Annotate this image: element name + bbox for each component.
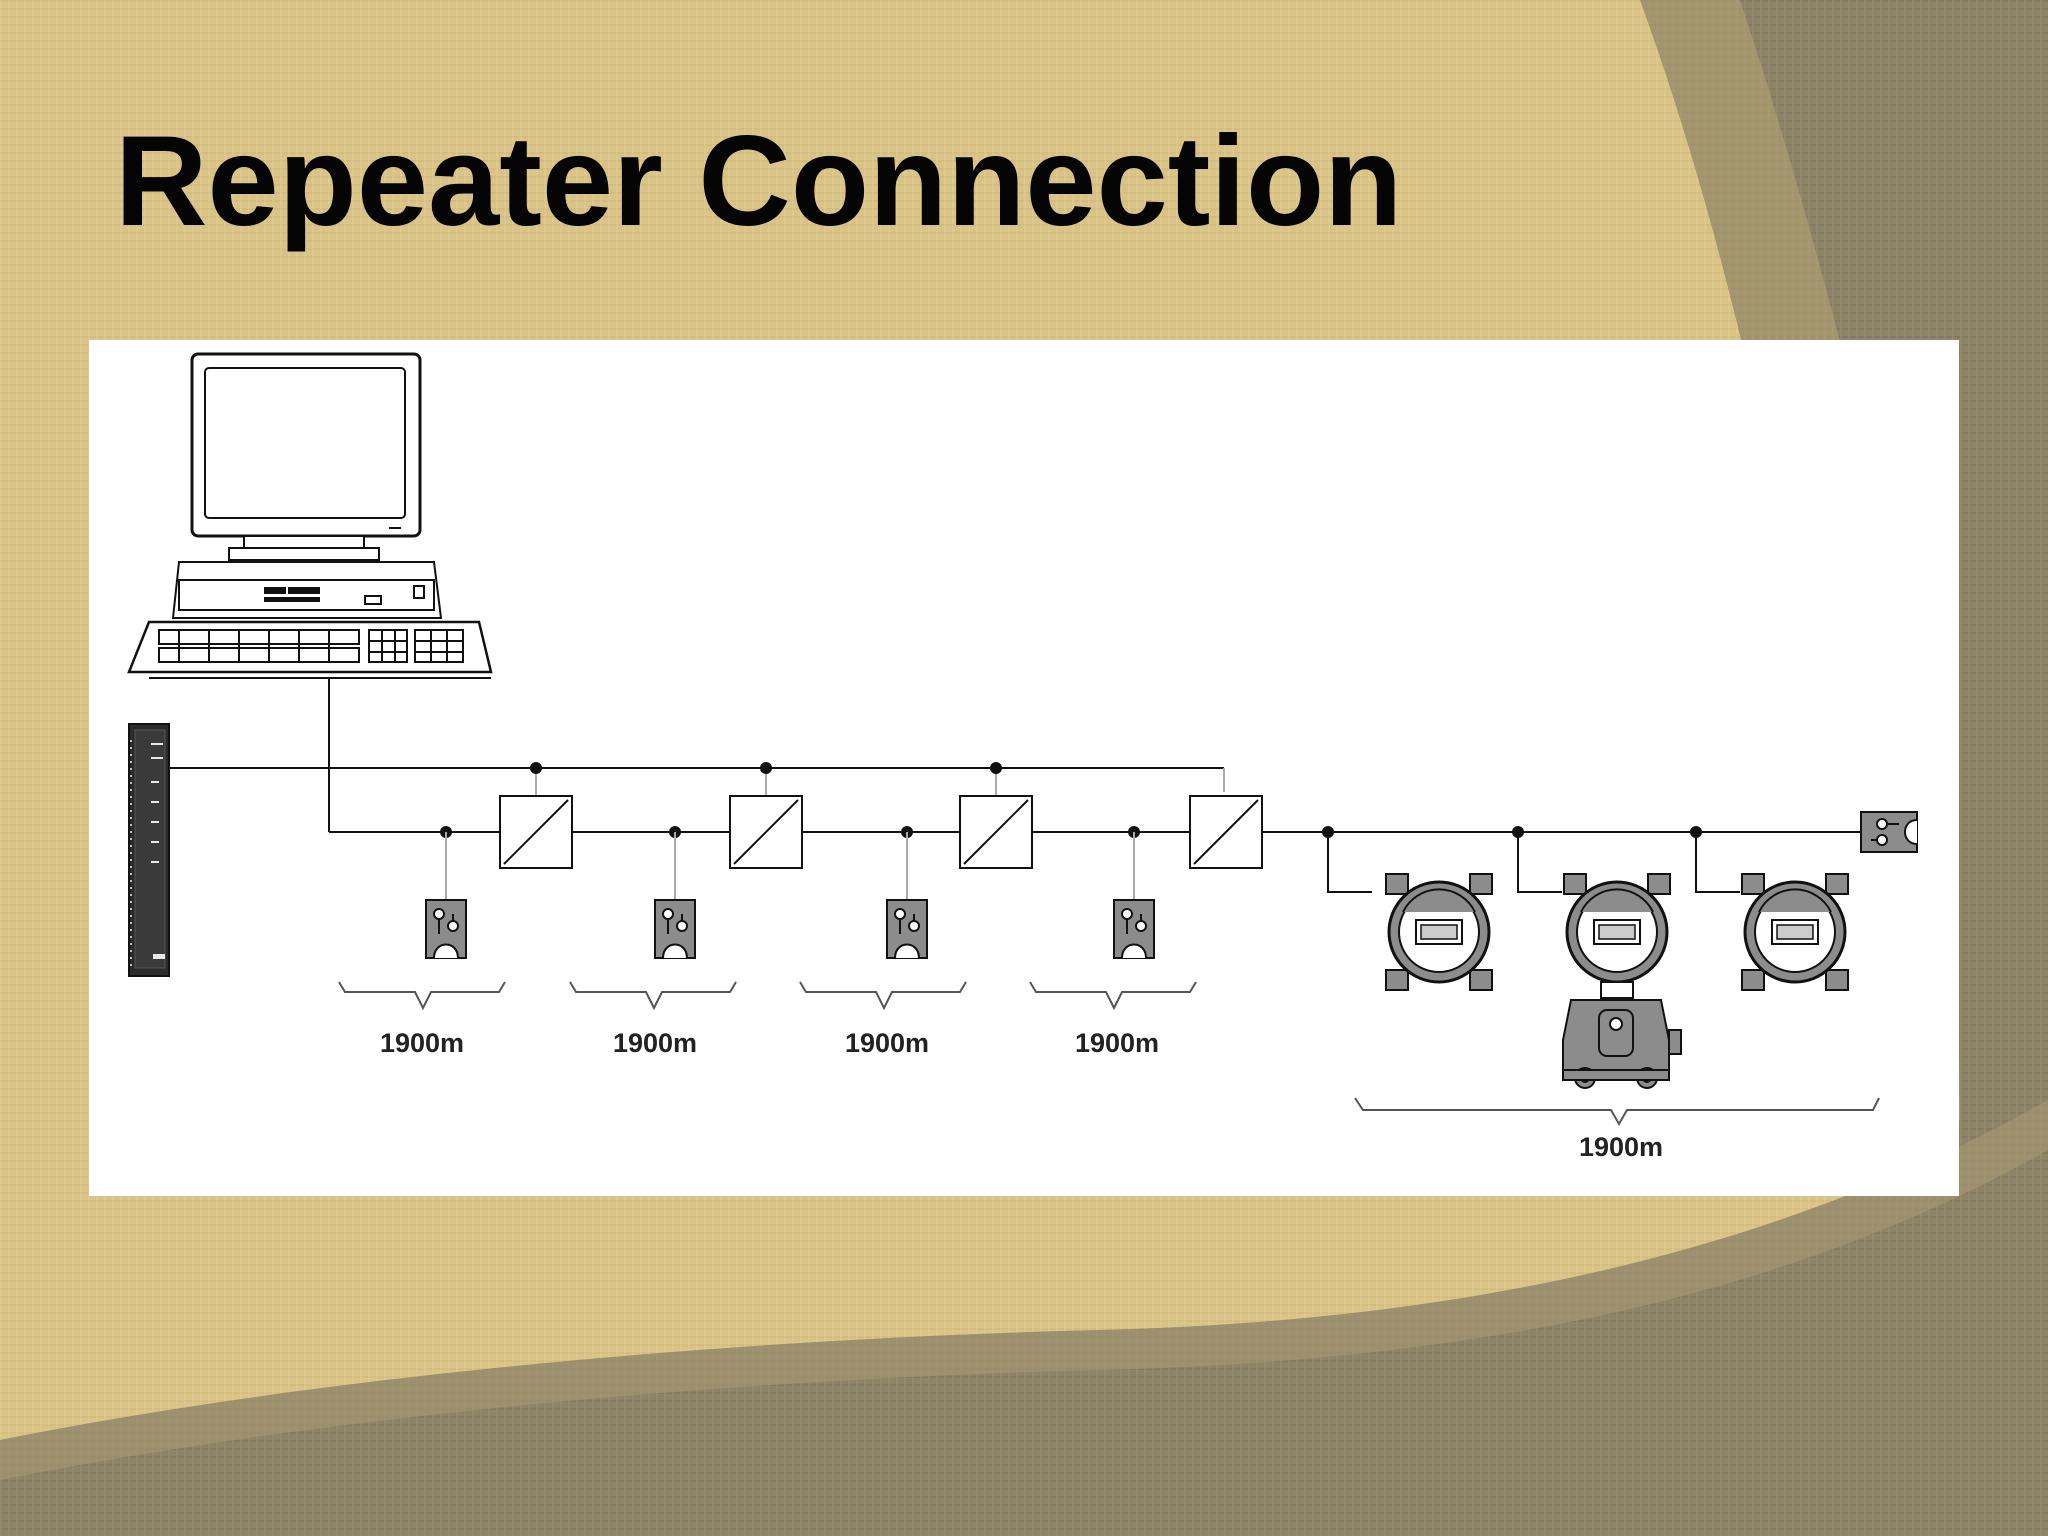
transmitter-icon: [1327, 832, 1493, 991]
terminator-icon: [654, 832, 696, 959]
repeater-icon: [729, 795, 803, 869]
repeater-icon: [959, 795, 1033, 869]
repeater-icon: [1189, 795, 1263, 869]
terminator-icon: [1113, 832, 1155, 959]
terminator-icon: [886, 832, 928, 959]
field-segment-length-label: 1900m: [1579, 1132, 1663, 1162]
segment-length-label: 1900m: [1075, 1028, 1159, 1058]
workstation-icon: [127, 352, 493, 679]
slide-title: Repeater Connection: [115, 110, 1403, 253]
junction-dots: [440, 762, 1702, 838]
bus-lines: [169, 678, 1861, 833]
transmitter-icon: [1695, 832, 1849, 991]
segment-braces: [338, 981, 1880, 1127]
repeater-network-diagram: 1900m 1900m 1900m 1900m 1900m: [127, 352, 1918, 1162]
repeater-icon: [499, 795, 573, 869]
segment-length-label: 1900m: [380, 1028, 464, 1058]
dp-transmitter-icon: [1517, 832, 1682, 1089]
end-terminator-icon: [1860, 811, 1918, 853]
plc-master-icon: [128, 723, 170, 977]
segment-length-label: 1900m: [613, 1028, 697, 1058]
diagram-panel: 1900m 1900m 1900m 1900m 1900m: [89, 340, 1959, 1196]
terminator-icon: [425, 832, 467, 959]
segment-length-label: 1900m: [845, 1028, 929, 1058]
